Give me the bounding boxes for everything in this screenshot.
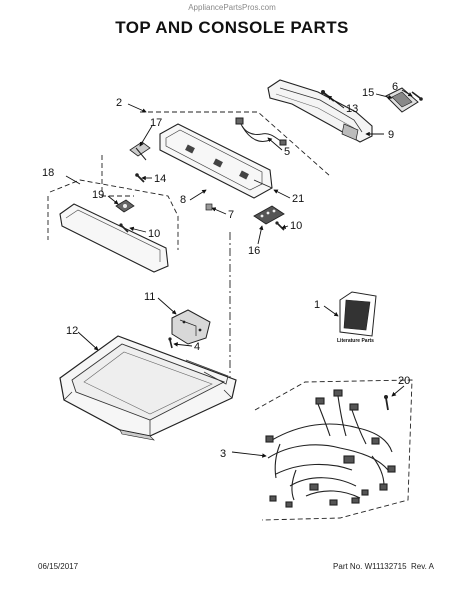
callout-10-right: 10 [290, 220, 302, 232]
callout-12: 12 [66, 325, 78, 337]
bracket-part-15 [385, 87, 419, 113]
footer-part-number: Part No. W11132715 [333, 562, 407, 571]
knob-part-19 [115, 199, 135, 213]
screw-part-20 [384, 395, 389, 411]
callout-10-left: 10 [148, 228, 160, 240]
callout-9: 9 [388, 129, 394, 141]
callout-4: 4 [194, 341, 200, 353]
screw-part-6 [411, 91, 423, 101]
callout-8: 8 [180, 194, 186, 206]
callout-19: 19 [92, 189, 104, 201]
literature-label: Literature Parts [337, 338, 374, 344]
callout-2: 2 [116, 97, 122, 109]
callout-6: 6 [392, 81, 398, 93]
endcap-part-18 [59, 203, 169, 273]
switch-part-17 [129, 141, 151, 161]
callout-11: 11 [144, 291, 155, 303]
ui-board-part-16 [253, 205, 285, 225]
console-housing-part-2 [159, 123, 273, 199]
callout-21: 21 [292, 193, 304, 205]
callout-18: 18 [42, 167, 54, 179]
screw-part-4 [168, 337, 173, 349]
clip-part-7 [205, 203, 213, 211]
footer-revision: Rev. A [411, 562, 434, 571]
callout-7: 7 [228, 209, 234, 221]
callout-5: 5 [284, 146, 290, 158]
leader-lines [65, 89, 413, 458]
screw-part-10-left [119, 223, 129, 233]
callout-16: 16 [248, 245, 260, 257]
watermark: AppliancePartsPros.com [188, 3, 276, 12]
callout-1: 1 [314, 299, 320, 311]
screw-part-10-right [275, 221, 285, 231]
main-wire-harness-part-3 [265, 389, 396, 508]
callout-15: 15 [362, 87, 374, 99]
callout-17: 17 [150, 117, 162, 129]
hinge-bracket-part-11 [171, 309, 211, 345]
callout-14: 14 [154, 173, 166, 185]
harness-group-bracket [254, 379, 413, 521]
callout-3: 3 [220, 448, 226, 460]
top-lid-part-12 [59, 335, 237, 441]
callout-13: 13 [346, 103, 358, 115]
wire-harness-part-5 [235, 117, 287, 146]
page-title: TOP AND CONSOLE PARTS [115, 18, 349, 37]
literature-part-1 [339, 291, 377, 337]
callout-20: 20 [398, 375, 410, 387]
endcap-group-bracket [49, 179, 179, 250]
console-group-bracket-left [101, 155, 134, 197]
screw-part-14 [135, 173, 145, 183]
rear-console-part-9 [267, 79, 373, 143]
group-brackets [47, 111, 413, 521]
footer-part-info: Part No. W11132715 Rev. A [333, 562, 434, 571]
footer-date: 06/15/2017 [38, 562, 79, 571]
